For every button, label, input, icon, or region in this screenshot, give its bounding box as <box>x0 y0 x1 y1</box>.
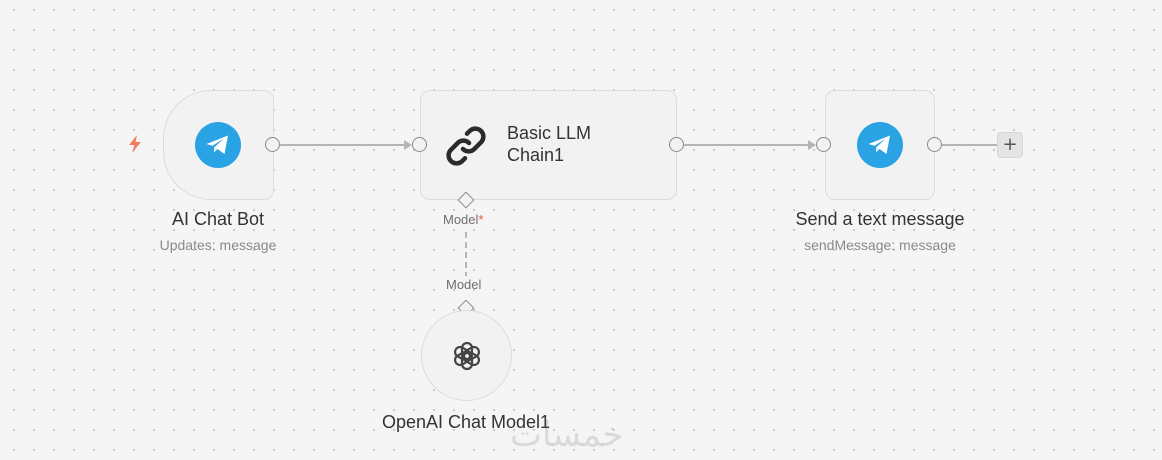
trigger-badge-icon <box>126 134 144 154</box>
chain-link-icon <box>443 123 489 169</box>
openai-model-node-title: OpenAI Chat Model1 <box>381 412 551 432</box>
openai-model-output-label: Model <box>446 277 482 292</box>
trigger-node-subtitle: Updates: message <box>159 237 277 253</box>
send-input-handle[interactable] <box>816 137 831 152</box>
trigger-output-handle[interactable] <box>265 137 280 152</box>
telegram-icon <box>857 122 903 168</box>
arrow-head <box>404 140 412 150</box>
send-text-message-node[interactable] <box>825 90 935 200</box>
openai-chat-model-node[interactable] <box>421 310 512 401</box>
arrow-head <box>808 140 816 150</box>
model-input-label-text: Model <box>443 212 479 227</box>
trigger-node-title: AI Chat Bot <box>171 209 265 229</box>
ai-chat-bot-node[interactable] <box>163 90 274 200</box>
watermark-logo: خمسات <box>510 415 624 455</box>
telegram-icon <box>195 122 241 168</box>
openai-icon <box>448 337 486 375</box>
send-node-subtitle: sendMessage: message <box>804 237 956 253</box>
llm-output-handle[interactable] <box>669 137 684 152</box>
required-asterisk: * <box>478 212 484 227</box>
send-node-title: Send a text message <box>795 209 965 229</box>
llm-input-handle[interactable] <box>412 137 427 152</box>
add-node-button[interactable]: + <box>997 132 1023 158</box>
llm-model-input-label: Model* <box>443 212 483 227</box>
send-output-handle[interactable] <box>927 137 942 152</box>
llm-chain-node-title: Basic LLM Chain1 <box>507 123 592 165</box>
basic-llm-chain-node[interactable] <box>420 90 677 200</box>
